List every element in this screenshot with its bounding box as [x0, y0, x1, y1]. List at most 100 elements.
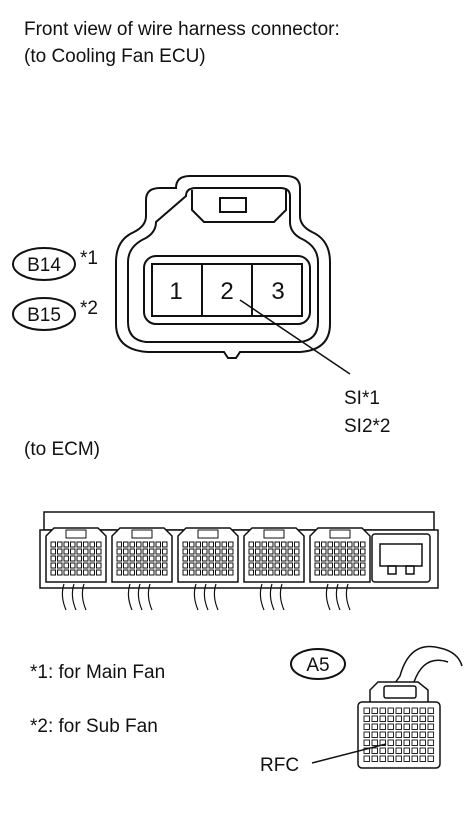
a5-terminal [419, 723, 426, 730]
signal-label-si: SI*1 [344, 388, 380, 409]
a5-terminal [379, 747, 386, 754]
footnote-main-fan: *1: for Main Fan [30, 662, 165, 683]
a5-terminal [379, 715, 386, 722]
a5-terminal [363, 707, 370, 714]
ecm-block [309, 527, 371, 611]
a5-terminal [427, 707, 434, 714]
a5-terminal [387, 731, 394, 738]
a5-terminal [419, 731, 426, 738]
pin-cavity-frame [143, 255, 311, 325]
ecm-spare-socket [371, 533, 431, 583]
a5-terminal [379, 723, 386, 730]
a5-terminal [387, 739, 394, 746]
pin-3-label: 3 [271, 278, 284, 305]
ecm-block [177, 527, 239, 611]
connector-code-a5: A5 [290, 648, 346, 680]
a5-terminal [387, 723, 394, 730]
a5-terminal [395, 731, 402, 738]
diagram-title: Front view of wire harness connector: (t… [24, 18, 340, 72]
pin-1-label: 1 [169, 278, 182, 305]
a5-terminal [363, 731, 370, 738]
a5-terminal [427, 739, 434, 746]
a5-terminal [419, 739, 426, 746]
note-1-marker: *1 [80, 248, 98, 269]
a5-terminal [379, 707, 386, 714]
a5-terminal [387, 707, 394, 714]
ecm-block [111, 527, 173, 611]
a5-terminal [403, 739, 410, 746]
pin-2-leader-line [239, 299, 351, 375]
a5-terminal [427, 731, 434, 738]
a5-terminal [411, 707, 418, 714]
title-line-2: (to Cooling Fan ECU) [24, 46, 206, 67]
a5-terminal [419, 715, 426, 722]
connector-code-b14: B14 *1 [12, 247, 98, 281]
a5-terminal [395, 739, 402, 746]
title-line-1: Front view of wire harness connector: [24, 19, 340, 40]
a5-terminal [395, 755, 402, 762]
pin-2-label: 2 [220, 278, 233, 305]
a5-terminal [395, 747, 402, 754]
a5-terminal [403, 715, 410, 722]
code-b14-label: B14 [27, 255, 61, 276]
a5-terminal [403, 747, 410, 754]
a5-terminal [403, 723, 410, 730]
rfc-terminal-label: RFC [260, 755, 299, 776]
a5-connector [357, 645, 463, 769]
a5-terminal [371, 747, 378, 754]
ecm-connector-blocks [45, 527, 371, 611]
a5-terminal [387, 715, 394, 722]
a5-terminal [403, 707, 410, 714]
latch-slot [219, 197, 247, 213]
a5-terminal [411, 731, 418, 738]
a5-housing [357, 701, 441, 769]
a5-terminal [371, 731, 378, 738]
a5-terminal [363, 739, 370, 746]
a5-terminal [363, 747, 370, 754]
a5-terminal [371, 715, 378, 722]
a5-terminal [395, 707, 402, 714]
a5-terminal [411, 739, 418, 746]
ecm-label: (to ECM) [24, 439, 100, 460]
a5-terminal [371, 707, 378, 714]
a5-terminal [427, 755, 434, 762]
a5-terminal [363, 723, 370, 730]
connector-code-b15: B15 *2 [12, 297, 98, 331]
code-a5-label: A5 [306, 655, 329, 676]
connector-latch [191, 190, 287, 223]
a5-terminal [419, 707, 426, 714]
footnote-sub-fan: *2: for Sub Fan [30, 716, 158, 737]
a5-terminal [363, 715, 370, 722]
a5-terminal [403, 755, 410, 762]
pin-labels: 1 2 3 [169, 278, 284, 305]
a5-terminal [371, 755, 378, 762]
rfc-leader-line [311, 743, 387, 764]
a5-terminal [363, 755, 370, 762]
code-b15-label: B15 [27, 305, 61, 326]
a5-terminal [395, 715, 402, 722]
pin-block [151, 263, 303, 317]
cooling-fan-connector [115, 175, 331, 359]
a5-terminal [411, 723, 418, 730]
a5-terminal [419, 755, 426, 762]
a5-terminal [379, 755, 386, 762]
a5-terminal [427, 715, 434, 722]
a5-terminal [403, 731, 410, 738]
note-2-marker: *2 [80, 298, 98, 319]
a5-terminal [379, 731, 386, 738]
a5-terminal [387, 747, 394, 754]
a5-terminal [419, 747, 426, 754]
a5-terminal [371, 723, 378, 730]
a5-terminal [395, 723, 402, 730]
a5-terminal [387, 755, 394, 762]
a5-terminal [411, 715, 418, 722]
ecm-block [45, 527, 107, 611]
connector-housing [115, 175, 331, 359]
a5-terminal [371, 739, 378, 746]
a5-terminal [427, 747, 434, 754]
a5-terminal-grid [363, 707, 434, 762]
a5-terminal [427, 723, 434, 730]
ecm-body [43, 511, 435, 531]
connector-inner-outline [127, 187, 319, 343]
